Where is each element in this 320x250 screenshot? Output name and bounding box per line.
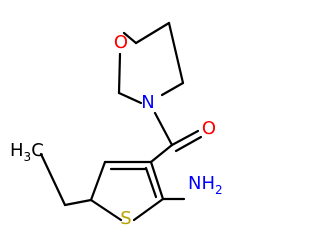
atom-methyl-subscript: 3 — [24, 150, 32, 164]
atom-methyl: H3C — [10, 140, 44, 164]
atom-methyl-c: C — [31, 140, 44, 161]
atom-sulfur: S — [120, 208, 131, 229]
bond-morph-6 — [117, 91, 143, 105]
chemical-structure-diagram: O N O S NH2 H3C — [10, 21, 223, 229]
bond-carbonyl-double-1 — [170, 129, 200, 147]
bond-ethyl-2 — [39, 152, 67, 207]
bond-thiophene-c2-c3 — [149, 160, 165, 201]
bond-ethyl-1 — [63, 198, 93, 207]
atom-amine-subscript: 2 — [215, 183, 223, 197]
bond-morph-1 — [122, 31, 138, 45]
atom-oxygen-carbonyl: O — [202, 118, 216, 139]
bond-morph-5 — [117, 52, 122, 95]
bond-carbonyl-double-2 — [174, 135, 203, 153]
atom-amine-label: NH — [188, 173, 215, 194]
bond-carbonyl-thiophene — [149, 143, 174, 164]
bond-thiophene-c2-c3-inner — [144, 166, 158, 199]
bond-morph-3 — [167, 21, 185, 85]
atom-amine: NH2 — [188, 173, 223, 197]
atom-nitrogen-ring: N — [141, 92, 154, 113]
atom-methyl-h: H — [10, 140, 24, 161]
bond-thiophene-s-c2 — [132, 197, 165, 222]
bond-thiophene-c5-s — [89, 198, 123, 222]
bond-morph-4 — [160, 81, 185, 97]
bond-n-carbonyl — [153, 111, 174, 147]
bond-thiophene-c4-c5 — [89, 160, 107, 202]
atom-oxygen-ring: O — [114, 32, 128, 53]
bond-morph-2 — [134, 21, 171, 45]
